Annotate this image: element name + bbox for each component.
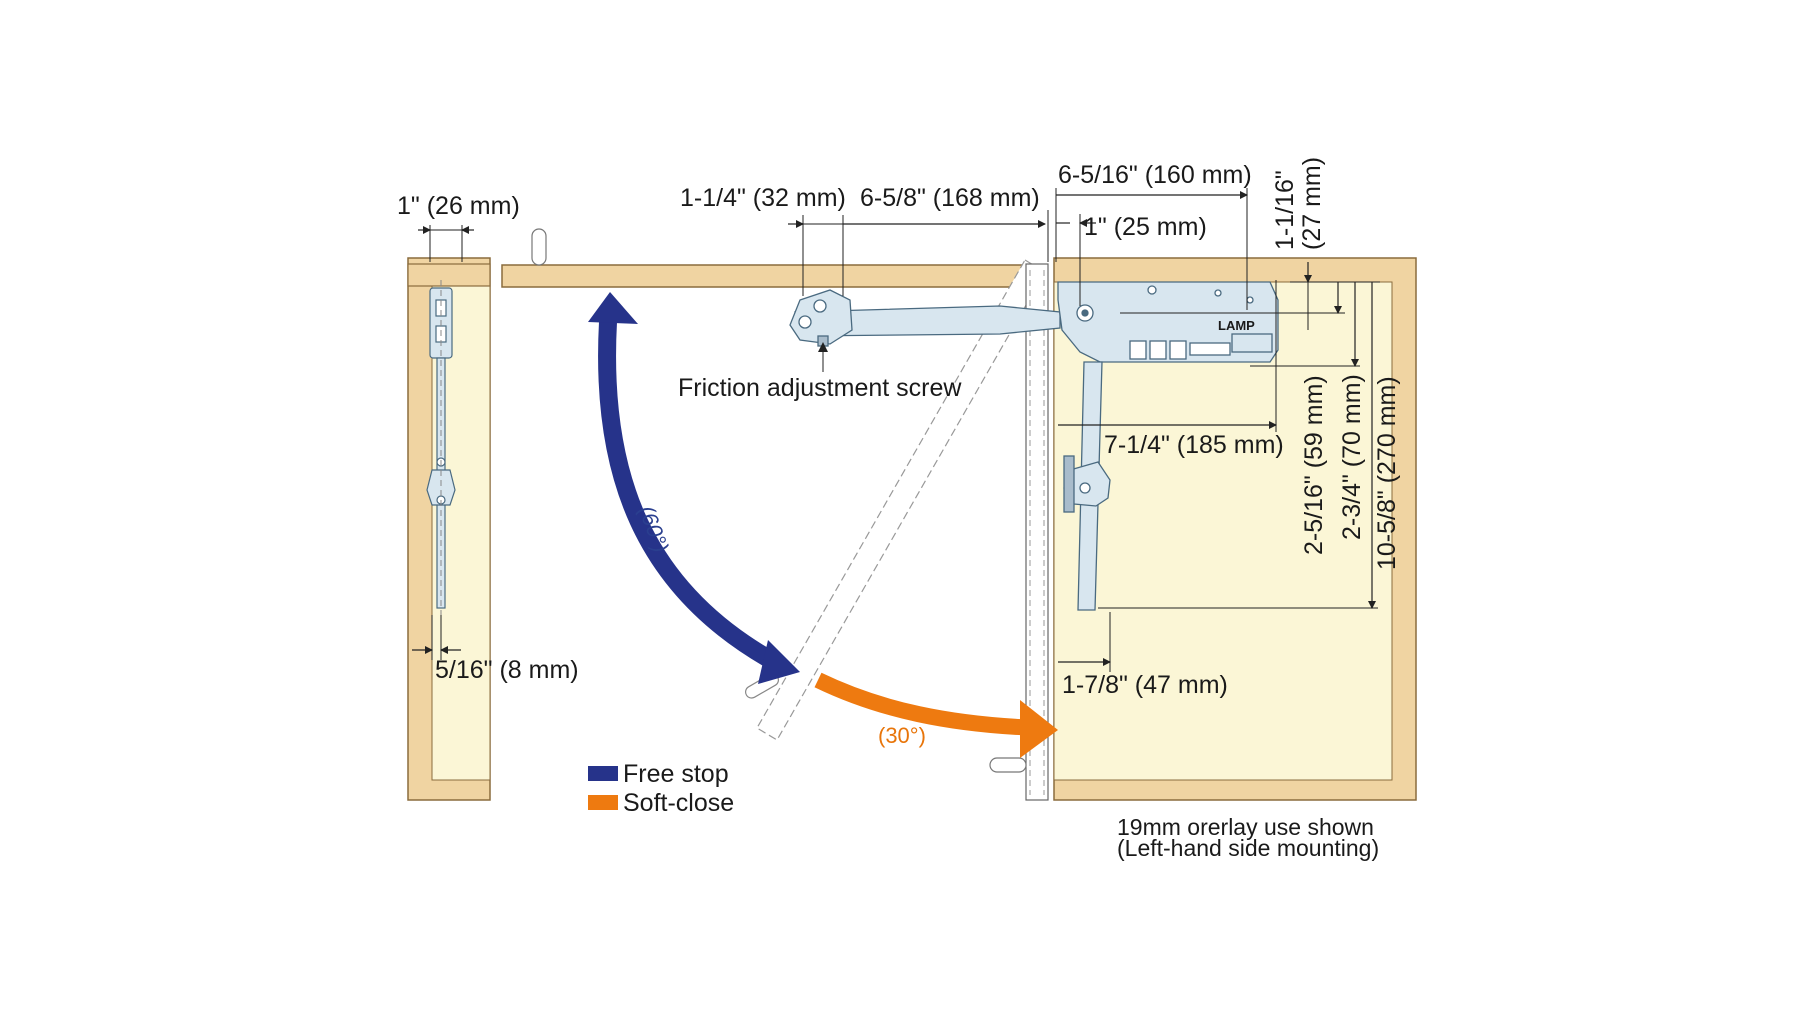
dim-screw-spacing-label: 1-1/4" (32 mm) (680, 184, 846, 212)
dim-screw-spacing: 1-1/4" (32 mm) (680, 184, 846, 296)
dim-top-offset-line1: 1-1/16" (1271, 170, 1299, 250)
legend-swatch-soft-close (588, 795, 618, 810)
dim-height-270-label: 10-5/8" (270 mm) (1373, 376, 1401, 570)
mounting-note: 19mm orerlay use shown (Left-hand side m… (1117, 814, 1379, 861)
dim-top-offset: 1-1/16" (27 mm) (1271, 157, 1326, 330)
dim-bottom-47: 1-7/8" (47 mm) (1058, 612, 1228, 699)
friction-screw-callout: Friction adjustment screw (678, 342, 962, 402)
dim-arm-length-label: 6-5/8" (168 mm) (860, 184, 1040, 212)
soft-close-arrow: (30°) (814, 672, 1058, 758)
dim-depth-185-label: 7-1/4" (185 mm) (1104, 431, 1284, 459)
dim-bottom-47-label: 1-7/8" (47 mm) (1062, 671, 1228, 699)
dim-height-70: 2-3/4" (70 mm) (1250, 282, 1366, 540)
legend-label-free-stop: Free stop (623, 760, 729, 788)
legend: Free stop Soft-close (588, 760, 734, 817)
dim-side-offset: 5/16" (8 mm) (412, 615, 579, 684)
note-line1: 19mm orerlay use shown (1117, 814, 1374, 840)
dim-height-59-label: 2-5/16" (59 mm) (1300, 375, 1328, 555)
dim-top-offset-line2: (27 mm) (1298, 157, 1326, 250)
dim-height-70-label: 2-3/4" (70 mm) (1338, 374, 1366, 540)
angle-soft-label: (30°) (878, 723, 926, 748)
lid-open (501, 228, 1046, 288)
dim-body-width: 6-5/16" (160 mm) (1055, 161, 1252, 310)
side-view-top-board (407, 263, 491, 287)
dim-side-offset-label: 5/16" (8 mm) (435, 656, 579, 684)
dim-body-width-label: 6-5/16" (160 mm) (1058, 161, 1252, 189)
dim-door-gap: 1" (25 mm) (1056, 213, 1207, 306)
dim-side-width-label: 1" (26 mm) (397, 192, 520, 220)
cabinet-interior (1053, 281, 1393, 781)
lid-board (501, 264, 1046, 288)
lid-closed (989, 263, 1049, 801)
dim-door-gap-label: 1" (25 mm) (1084, 213, 1207, 241)
dim-arm-length: 6-5/8" (168 mm) (843, 184, 1049, 262)
friction-screw-label: Friction adjustment screw (678, 374, 962, 402)
lid-handle-top (531, 228, 547, 266)
free-stop-arrow: (60°) (588, 292, 800, 684)
legend-swatch-free-stop (588, 766, 618, 781)
legend-label-soft-close: Soft-close (623, 789, 734, 817)
brand-label: LAMP (1218, 318, 1255, 333)
dim-side-width: 1" (26 mm) (397, 192, 520, 262)
dim-height-270: 10-5/8" (270 mm) (1098, 282, 1401, 609)
stay-mechanism (789, 281, 1279, 611)
lid-handle-closed (989, 757, 1027, 773)
note-line2: (Left-hand side mounting) (1117, 835, 1379, 861)
dim-height-59: 2-5/16" (59 mm) (1120, 282, 1345, 555)
side-view (407, 257, 491, 801)
dim-depth-185: 7-1/4" (185 mm) (1058, 280, 1284, 459)
